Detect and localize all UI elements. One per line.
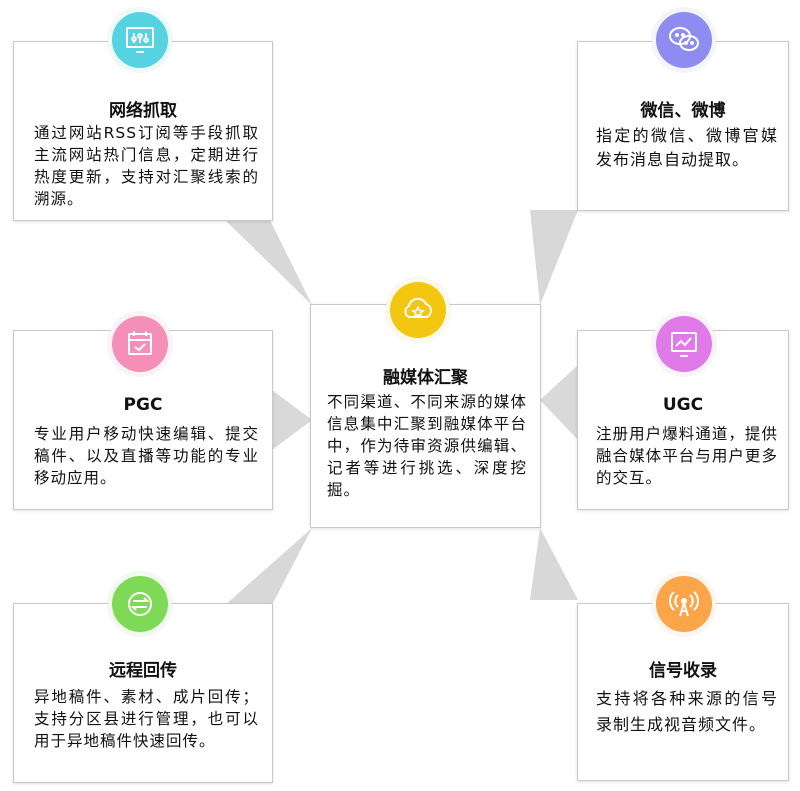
connector-remote — [225, 528, 312, 605]
node-title: 远程回传 — [109, 661, 177, 681]
node-description: 注册用户爆料通道，提供融合媒体平台与用户更多的交互。 — [596, 425, 778, 487]
node-title: UGC — [662, 395, 704, 415]
connector-ugc — [540, 365, 578, 440]
connector-signal — [530, 528, 578, 600]
node-description: 指定的微信、微博官媒发布消息自动提取。 — [596, 126, 778, 169]
antenna-signal-icon — [652, 572, 716, 636]
node-title: 网络抓取 — [109, 101, 177, 121]
connector-web — [225, 220, 312, 305]
calendar-check-icon — [108, 312, 172, 376]
transfer-arrows-icon — [108, 572, 172, 636]
center-title: 融媒体汇聚 — [383, 368, 468, 388]
node-title: 微信、微博 — [640, 101, 726, 121]
center-description: 不同渠道、不同来源的媒体信息集中汇聚到融媒体平台中，作为待审资源供编辑、记者等进… — [327, 393, 527, 499]
node-description: 通过网站RSS订阅等手段抓取主流网站热门信息，定期进行热度更新，支持对汇聚线索的… — [34, 124, 259, 208]
cloud-star-icon — [386, 278, 450, 342]
node-card-web: 网络抓取 通过网站RSS订阅等手段抓取主流网站热门信息，定期进行热度更新，支持对… — [13, 41, 273, 221]
monitor-settings-icon — [108, 8, 172, 72]
node-title: PGC — [123, 395, 163, 415]
monitor-chart-icon — [652, 312, 716, 376]
node-title: 信号收录 — [649, 661, 717, 681]
node-description: 专业用户移动快速编辑、提交稿件、以及直播等功能的专业移动应用。 — [34, 425, 259, 487]
connector-wechat — [530, 210, 578, 305]
node-description: 支持将各种来源的信号录制生成视音频文件。 — [596, 689, 778, 734]
center-card: 融媒体汇聚 不同渠道、不同来源的媒体信息集中汇聚到融媒体平台中，作为待审资源供编… — [310, 304, 541, 528]
connector-pgc — [272, 390, 312, 450]
node-card-wechat: 微信、微博 指定的微信、微博官媒发布消息自动提取。 — [577, 41, 789, 211]
node-description: 异地稿件、素材、成片回传；支持分区县进行管理，也可以用于异地稿件快速回传。 — [34, 688, 259, 750]
wechat-icon — [652, 8, 716, 72]
